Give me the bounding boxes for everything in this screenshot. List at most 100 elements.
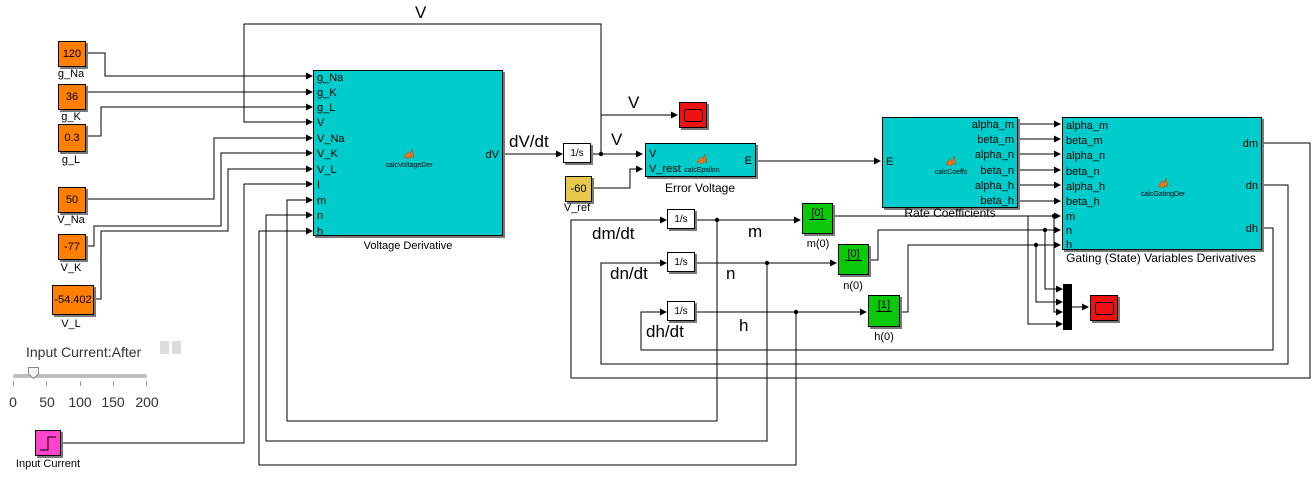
- wire-v-feedback: [243, 23, 602, 154]
- rc-port-alpha-n: alpha_n: [974, 149, 1014, 161]
- integrator-n[interactable]: 1/s: [667, 252, 695, 272]
- wire-dn-loop: [600, 184, 1289, 365]
- v-na-label: V_Na: [57, 214, 85, 226]
- error-voltage-block[interactable]: V V_rest E calcEpsilon: [645, 143, 756, 177]
- v-ref-label: V_ref: [563, 202, 591, 214]
- g-k-constant[interactable]: 36: [58, 84, 86, 110]
- slider-tick-100: 100: [68, 394, 92, 410]
- vd-port-v-l: V_L: [317, 164, 337, 176]
- slider-tick-150: 150: [101, 394, 125, 410]
- ev-port-v-rest: V_rest: [649, 163, 681, 175]
- signal-dhdt: dh/dt: [646, 322, 684, 341]
- integrator-h[interactable]: 1/s: [667, 301, 695, 321]
- signal-n: n: [726, 264, 736, 283]
- scope-gating[interactable]: [1090, 295, 1118, 321]
- signal-h: h: [739, 316, 749, 335]
- g-l-constant[interactable]: 0.3: [58, 124, 86, 152]
- g-k-label: g_K: [61, 111, 81, 123]
- gd-port-beta-n: beta_n: [1066, 166, 1100, 178]
- wire-g-k: [83, 88, 313, 96]
- slider-track[interactable]: [13, 374, 147, 378]
- slider-tick-0: 0: [9, 394, 17, 410]
- matlab-function-icon: [697, 154, 707, 164]
- voltage-derivative-block[interactable]: g_Na g_K g_L V V_Na V_K V_L I m n h dV c…: [313, 70, 503, 238]
- slider-ticks: [13, 381, 147, 387]
- v-na-constant[interactable]: 50: [58, 187, 86, 213]
- step-icon: [40, 436, 56, 451]
- n0-initial-condition[interactable]: [0]: [838, 244, 869, 275]
- vd-port-n: n: [317, 210, 324, 222]
- vd-port-i: I: [317, 179, 321, 191]
- wire-dh-loop: [640, 227, 1274, 351]
- g-l-label: g_L: [61, 154, 81, 166]
- gd-port-alpha-n: alpha_n: [1066, 150, 1106, 162]
- gd-port-beta-h: beta_h: [1066, 196, 1100, 208]
- v-l-label: V_L: [61, 318, 81, 330]
- signal-dvdt: dV/dt: [509, 132, 549, 151]
- gd-port-alpha-h: alpha_h: [1066, 181, 1106, 193]
- m0-initial-condition[interactable]: [0]: [802, 203, 833, 234]
- vd-port-g-na: g_Na: [317, 72, 344, 84]
- rate-coefficients-block[interactable]: E alpha_m beta_m alpha_n beta_n alpha_h …: [882, 117, 1018, 208]
- integrator-m[interactable]: 1/s: [667, 209, 695, 229]
- wire-input-current: [62, 180, 313, 444]
- slider-thumb[interactable]: [27, 366, 39, 380]
- gd-port-beta-m: beta_m: [1066, 135, 1103, 147]
- wire-v-l: [84, 165, 313, 300]
- signal-v-scope: V: [628, 93, 640, 112]
- gd-port-alpha-m: alpha_m: [1066, 120, 1109, 132]
- mux-block[interactable]: [1063, 284, 1072, 330]
- h0-label: h(0): [874, 331, 894, 343]
- scope-v[interactable]: [679, 102, 707, 128]
- slider-tick-50: 50: [39, 394, 55, 410]
- v-k-constant[interactable]: -77: [58, 234, 86, 260]
- gd-port-dm: dm: [1242, 138, 1258, 150]
- slider-tick-200: 200: [135, 394, 159, 410]
- vd-port-g-k: g_K: [317, 87, 337, 99]
- vd-function-name: calcVoltageDer: [385, 162, 433, 169]
- gd-port-h: h: [1066, 239, 1073, 251]
- wire-g-l: [84, 103, 313, 137]
- vd-port-v-k: V_K: [317, 148, 338, 160]
- rc-port-alpha-m: alpha_m: [971, 119, 1014, 131]
- matlab-function-icon: [404, 149, 414, 159]
- matlab-function-icon: [1158, 178, 1168, 188]
- vd-port-g-l: g_L: [317, 102, 336, 114]
- v-l-constant[interactable]: -54.402: [52, 285, 94, 315]
- voltage-derivative-title: Voltage Derivative: [363, 240, 453, 252]
- rc-port-beta-m: beta_m: [977, 134, 1014, 146]
- rc-port-alpha-h: alpha_h: [974, 180, 1014, 192]
- signal-dmdt: dm/dt: [592, 224, 635, 243]
- input-current-label: Input Current: [15, 458, 81, 470]
- slider-handle-decoration: [160, 341, 182, 354]
- gd-function-name: calcGatingDer: [1140, 191, 1186, 198]
- signal-v-top: V: [415, 3, 427, 22]
- vd-port-v: V: [317, 117, 325, 129]
- wire-v-ref: [590, 165, 643, 189]
- g-na-label: g_Na: [57, 68, 85, 80]
- g-na-constant[interactable]: 120: [58, 41, 86, 67]
- rc-port-e: E: [886, 156, 894, 168]
- gating-derivatives-title: Gating (State) Variables Derivatives: [1066, 251, 1256, 265]
- vd-port-m: m: [317, 195, 327, 207]
- wire-dm-loop: [570, 142, 1311, 379]
- vd-port-dv: dV: [485, 149, 499, 161]
- error-voltage-title: Error Voltage: [664, 181, 736, 195]
- gating-derivatives-block[interactable]: alpha_m beta_m alpha_n beta_n alpha_h be…: [1062, 117, 1262, 251]
- ev-port-v: V: [649, 148, 657, 160]
- wire-v-scope: [600, 111, 678, 154]
- v-ref-constant[interactable]: -60: [565, 176, 592, 202]
- integrator-v[interactable]: 1/s: [563, 143, 591, 163]
- gd-port-n: n: [1066, 225, 1073, 237]
- vd-port-v-na: V_Na: [317, 133, 345, 145]
- rc-function-name: calcCoeffs: [934, 169, 968, 176]
- signal-dndt: dn/dt: [610, 264, 648, 283]
- rc-port-beta-h: beta_h: [980, 195, 1014, 207]
- wire-g-na: [84, 52, 313, 80]
- wire-v-k: [84, 149, 313, 247]
- h0-initial-condition[interactable]: [1]: [868, 295, 900, 327]
- rate-coefficients-title: Rate Coefficients: [904, 206, 996, 220]
- gd-port-m: m: [1066, 211, 1076, 223]
- input-current-block[interactable]: [35, 430, 61, 456]
- ev-function-name: calcEpsilon: [684, 167, 720, 174]
